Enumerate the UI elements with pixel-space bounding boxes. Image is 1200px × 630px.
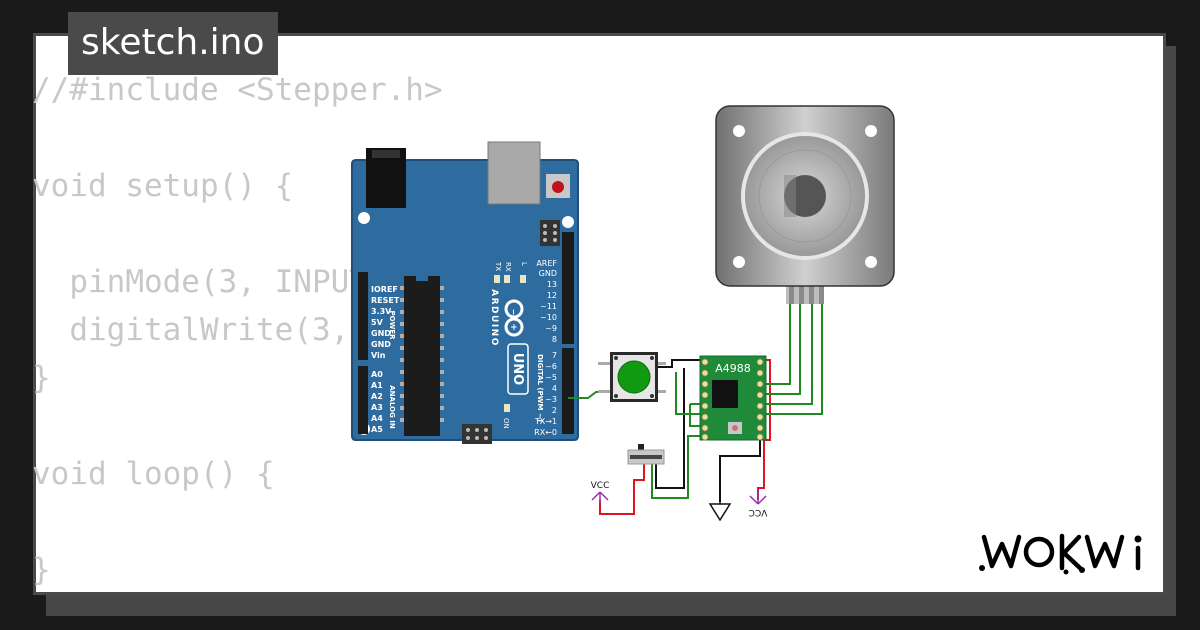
power-header <box>358 272 368 360</box>
arduino-brand-text: ARDUINO <box>489 289 499 347</box>
pin-label: ~3 <box>545 395 557 404</box>
vcc-label: VCC <box>591 481 610 491</box>
arduino-model-text: UNO <box>510 353 525 386</box>
pin-label: ~10 <box>540 313 557 322</box>
pin-label: 4 <box>552 384 557 393</box>
atmega-chip <box>404 276 440 436</box>
driver-label: A4988 <box>715 362 751 375</box>
pin-label: ~11 <box>540 302 557 311</box>
digital-header-bottom <box>562 348 574 434</box>
power-group-label: POWER <box>388 311 396 341</box>
pin-label: AREF <box>536 259 557 268</box>
pin-label: 5V <box>371 318 384 327</box>
code-line: //#include <Stepper.h> <box>32 72 443 108</box>
digital-group-label: DIGITAL (PWM ~) <box>536 354 544 422</box>
led-label-tx: TX <box>494 261 502 271</box>
code-preview: //#include <Stepper.h>void setup() { pin… <box>32 66 480 594</box>
pin-label: A3 <box>371 403 383 412</box>
pin-label: GND <box>539 269 557 278</box>
vcc-label: VCC <box>749 507 768 517</box>
led-label-on: ON <box>502 418 510 429</box>
pin-label: RX←0 <box>534 428 557 437</box>
pin-label: ~6 <box>545 362 557 371</box>
pin-label: A1 <box>371 381 383 390</box>
svg-text:+: + <box>508 323 518 331</box>
analog-group-label: ANALOG IN <box>388 385 396 429</box>
led-label-rx: RX <box>504 262 512 272</box>
pin-label: ~5 <box>545 373 557 382</box>
code-line: } <box>32 360 51 396</box>
pin-label: A4 <box>371 414 383 423</box>
pin-label: 3.3V <box>371 307 392 316</box>
pin-label: ~9 <box>545 324 557 333</box>
slide-switch[interactable] <box>627 444 665 465</box>
stepper-motor[interactable] <box>715 105 895 304</box>
led-label-l: L <box>520 262 528 266</box>
pin-label: RESET <box>371 296 400 305</box>
code-line: void setup() { <box>32 168 294 204</box>
pin-label: IOREF <box>371 285 398 294</box>
vcc-symbol-right: VCC <box>749 490 768 517</box>
arduino-uno-board[interactable]: IOREF RESET 3.3V 5V GND GND Vin A0 A1 A2… <box>351 141 579 444</box>
pin-label: TX→1 <box>534 417 557 426</box>
svg-text:−: − <box>509 309 518 316</box>
pin-label: 2 <box>552 406 557 415</box>
pin-label: 13 <box>547 280 557 289</box>
digital-header-top <box>562 232 574 344</box>
pin-label: 8 <box>552 335 557 344</box>
wokwi-logo-mark <box>979 533 1142 575</box>
wokwi-logo: WOKWi <box>978 528 1150 576</box>
code-line: void loop() { <box>32 456 275 492</box>
pin-label: 12 <box>547 291 557 300</box>
file-tab[interactable]: sketch.ino <box>68 12 279 75</box>
code-line: } <box>32 552 51 588</box>
ground-symbol <box>708 494 732 522</box>
pin-label: GND <box>371 340 391 349</box>
pin-label: A0 <box>371 370 383 379</box>
vcc-symbol-left: VCC <box>591 481 610 504</box>
analog-header <box>358 366 368 434</box>
pin-label: Vin <box>371 351 386 360</box>
arduino-logo: − + <box>504 299 524 337</box>
pin-label: 7 <box>552 351 557 360</box>
usb-port <box>487 141 541 205</box>
pin-label: GND <box>371 329 391 338</box>
pin-label: A5 <box>371 425 383 434</box>
push-button[interactable] <box>598 352 666 402</box>
pin-label: A2 <box>371 392 383 401</box>
a4988-driver[interactable]: A4988 <box>699 355 767 441</box>
